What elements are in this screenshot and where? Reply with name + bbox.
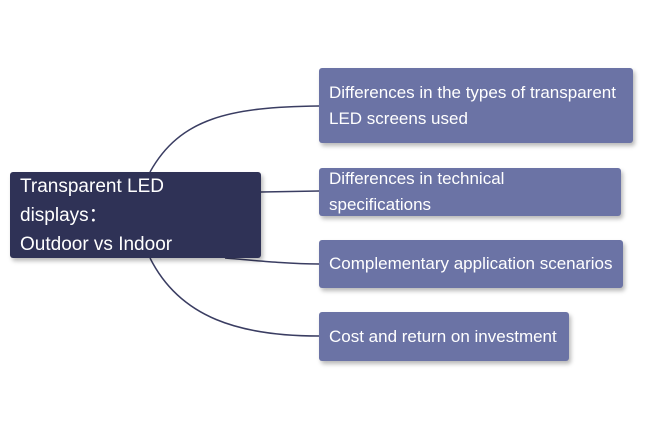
subtopic-cost-roi[interactable]: Cost and return on investment <box>319 312 569 361</box>
root-topic-line-2: Outdoor vs Indoor <box>20 233 173 255</box>
root-topic-text: Transparent LED displays： Outdoor vs Ind… <box>20 172 251 259</box>
connector-to-scenarios <box>224 257 320 265</box>
subtopic-application-scenarios[interactable]: Complementary application scenarios <box>319 240 623 288</box>
subtopic-text: Complementary application scenarios <box>329 254 613 273</box>
root-topic-line-1: Transparent LED displays： <box>20 175 164 226</box>
root-topic-node[interactable]: Transparent LED displays： Outdoor vs Ind… <box>10 172 261 258</box>
subtopic-line-1: Differences in the types of transparent <box>329 82 616 102</box>
subtopic-text: Differences in the types of transparent … <box>329 80 616 132</box>
connector-to-types <box>149 105 320 173</box>
subtopic-line-2: LED screens used <box>329 108 468 128</box>
connector-to-cost <box>149 257 320 337</box>
subtopic-text: Cost and return on investment <box>329 326 557 346</box>
subtopic-screen-types[interactable]: Differences in the types of transparent … <box>319 68 633 143</box>
subtopic-technical-specs[interactable]: Differences in technical specifications <box>319 168 621 216</box>
connector-to-specs <box>260 190 320 193</box>
subtopic-text: Differences in technical specifications <box>329 169 505 214</box>
